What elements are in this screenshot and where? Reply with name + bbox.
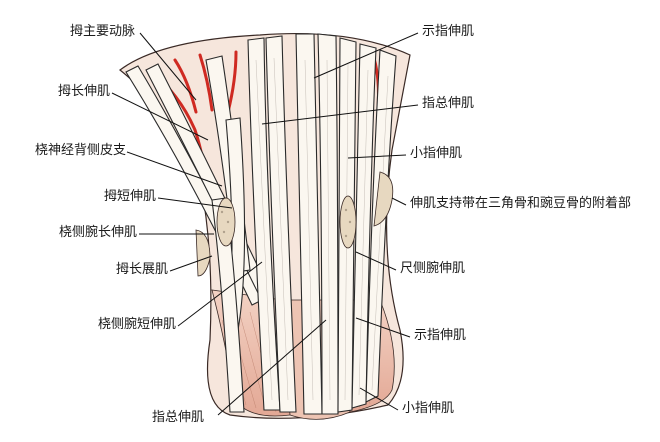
tendon-5 xyxy=(265,35,297,413)
label-right-2: 小指伸肌 xyxy=(410,146,463,161)
leader-left-3 xyxy=(157,197,233,209)
label-left-4: 桡侧腕长伸肌 xyxy=(58,225,137,240)
label-left-2: 桡神经背侧皮支 xyxy=(34,143,126,158)
leader-left-1 xyxy=(111,92,209,141)
label-left-3: 拇短伸肌 xyxy=(103,189,156,204)
label-left-5: 拇长展肌 xyxy=(115,262,168,277)
label-right-0: 示指伸肌 xyxy=(422,24,475,39)
label-left-0: 拇主要动脉 xyxy=(69,24,135,39)
leader-right-2 xyxy=(347,154,407,159)
label-left-1: 拇长伸肌 xyxy=(57,84,110,99)
label-right-5: 示指伸肌 xyxy=(414,328,467,343)
leader-right-5 xyxy=(355,317,411,338)
leader-right-3 xyxy=(391,197,407,206)
leader-left-2 xyxy=(126,151,223,187)
leader-bottom xyxy=(217,319,327,416)
artery-branch-2 xyxy=(198,53,214,112)
tendon-12 xyxy=(211,197,245,413)
leader-right-4 xyxy=(355,251,397,271)
tendon-10 xyxy=(365,49,397,403)
leader-right-1 xyxy=(261,104,419,125)
leader-right-0 xyxy=(313,32,419,79)
label-right-3: 伸肌支持带在三角骨和豌豆骨的附着部 xyxy=(410,196,632,211)
leader-left-5 xyxy=(169,255,213,272)
leader-left-6 xyxy=(177,261,263,327)
carpal-granular-left xyxy=(216,197,236,247)
leader-right-6 xyxy=(359,387,399,411)
label-right-1: 指总伸肌 xyxy=(422,96,475,111)
tendon-9 xyxy=(351,43,377,409)
label-right-6: 小指伸肌 xyxy=(402,401,455,416)
label-left-6: 桡侧腕短伸肌 xyxy=(97,317,176,332)
tendon-7 xyxy=(317,33,339,415)
pisiform-attachment xyxy=(373,171,394,227)
carpal-granular-right xyxy=(339,195,357,249)
label-right-4: 尺侧腕伸肌 xyxy=(400,261,466,276)
label-bottom: 指总伸肌 xyxy=(152,410,205,425)
leader-left-0 xyxy=(139,32,197,101)
artery-branch-1 xyxy=(173,58,198,114)
